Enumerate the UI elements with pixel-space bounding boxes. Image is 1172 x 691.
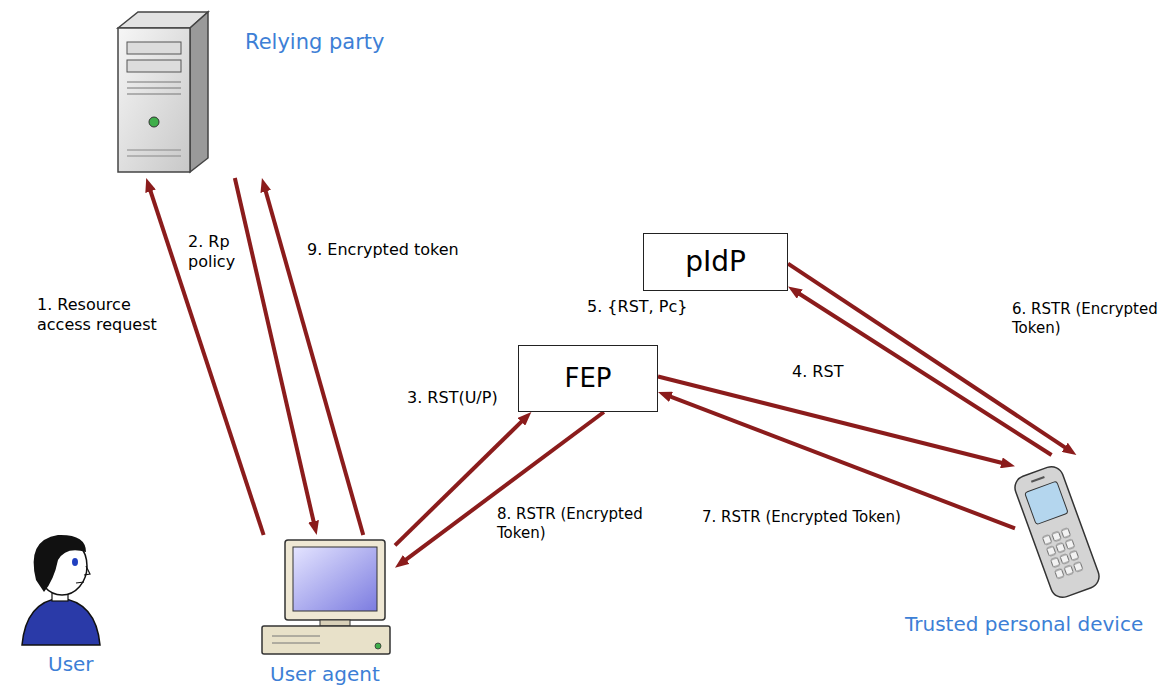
arrow-label: 2. Rp policy — [186, 232, 242, 272]
flow-arrow — [235, 178, 314, 523]
server-node: Relying party — [110, 5, 270, 178]
identity-provider-box: pIdP — [643, 233, 788, 291]
box-label: pIdP — [685, 245, 746, 279]
arrow-label: 4. RST — [790, 362, 845, 382]
user-icon — [22, 535, 100, 645]
box-label: FEP — [564, 363, 611, 394]
arrow-label: 9. Encrypted token — [305, 240, 461, 260]
arrow-label: 8. RSTR (Encrypted Token) — [495, 505, 669, 543]
device-node: Trusted personal device — [1015, 455, 1100, 605]
arrow-label: 7. RSTR (Encrypted Token) — [700, 508, 903, 527]
computer-icon — [262, 540, 390, 654]
flow-arrow — [788, 264, 1066, 449]
phone-icon — [1012, 463, 1103, 600]
arrow-label: 5. {RST, Pc} — [585, 297, 689, 317]
fep-box: FEP — [518, 345, 658, 412]
arrow-label: 6. RSTR (Encrypted Token) — [1010, 300, 1164, 338]
flow-arrow — [150, 189, 264, 535]
server-icon — [118, 12, 208, 172]
flow-arrow — [669, 396, 1015, 528]
party-label: Trusted personal device — [905, 612, 1143, 636]
arrow-label: 3. RST(U/P) — [405, 388, 500, 408]
arrow-label: 1. Resource access request — [35, 295, 181, 335]
user-node: User — [15, 535, 105, 645]
user-agent-node: User agent — [255, 535, 395, 660]
party-label: Relying party — [245, 30, 384, 55]
party-label: User agent — [270, 662, 380, 686]
party-label: User — [48, 652, 94, 676]
